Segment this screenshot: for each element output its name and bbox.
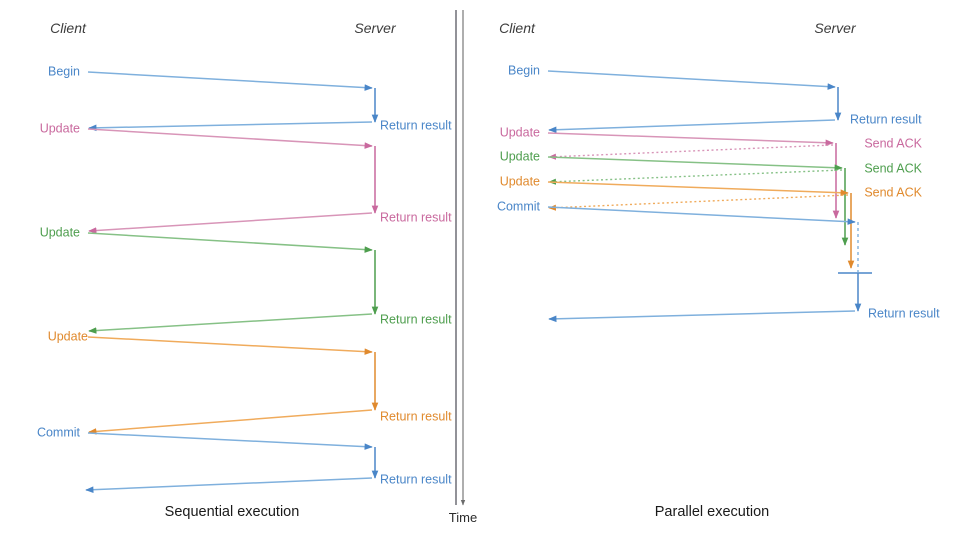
request-arrow	[547, 181, 849, 197]
ack-arrow	[548, 169, 843, 185]
response-arrow	[88, 212, 373, 234]
actor-label-server: Server	[354, 20, 397, 36]
response-label: Return result	[850, 112, 922, 126]
ack-arrow	[548, 194, 849, 211]
message-label-begin: Begin	[508, 63, 540, 77]
request-arrow	[87, 71, 373, 91]
request-arrow	[87, 432, 373, 450]
request-arrow	[547, 132, 834, 147]
message-label-update: Update	[40, 121, 80, 135]
ack-label: Send ACK	[864, 136, 922, 150]
response-label: Return result	[380, 472, 452, 486]
response-label: Return result	[380, 409, 452, 423]
message-label-update: Update	[48, 329, 88, 343]
time-axis-label: Time	[449, 510, 477, 525]
time-axis-layer: Time	[449, 10, 477, 525]
request-arrow	[87, 336, 373, 355]
request-arrow	[547, 70, 836, 90]
response-arrow	[548, 119, 836, 134]
request-arrow	[87, 232, 373, 253]
response-label: Return result	[380, 210, 452, 224]
response-arrow	[88, 409, 373, 435]
message-label-commit: Commit	[37, 425, 81, 439]
response-label: Return result	[868, 306, 940, 320]
panel-caption: Sequential execution	[165, 504, 300, 520]
response-arrow	[88, 313, 373, 334]
message-label-begin: Begin	[48, 64, 80, 78]
actor-label-client: Client	[50, 20, 87, 36]
response-arrow	[548, 310, 856, 323]
response-arrow	[85, 477, 373, 493]
message-label-commit: Commit	[497, 199, 541, 213]
response-arrow	[88, 121, 373, 132]
actor-label-client: Client	[499, 20, 536, 36]
request-arrow	[87, 128, 373, 149]
ack-label: Send ACK	[864, 161, 922, 175]
ack-arrow	[548, 144, 834, 160]
response-label: Return result	[380, 312, 452, 326]
panel-caption: Parallel execution	[655, 504, 769, 520]
message-label-update: Update	[500, 125, 540, 139]
request-arrow	[547, 156, 843, 172]
request-arrow	[547, 206, 856, 225]
message-label-update: Update	[500, 149, 540, 163]
message-label-update: Update	[40, 225, 80, 239]
ack-label: Send ACK	[864, 185, 922, 199]
message-label-update: Update	[500, 174, 540, 188]
actor-label-server: Server	[814, 20, 857, 36]
response-label: Return result	[380, 118, 452, 132]
